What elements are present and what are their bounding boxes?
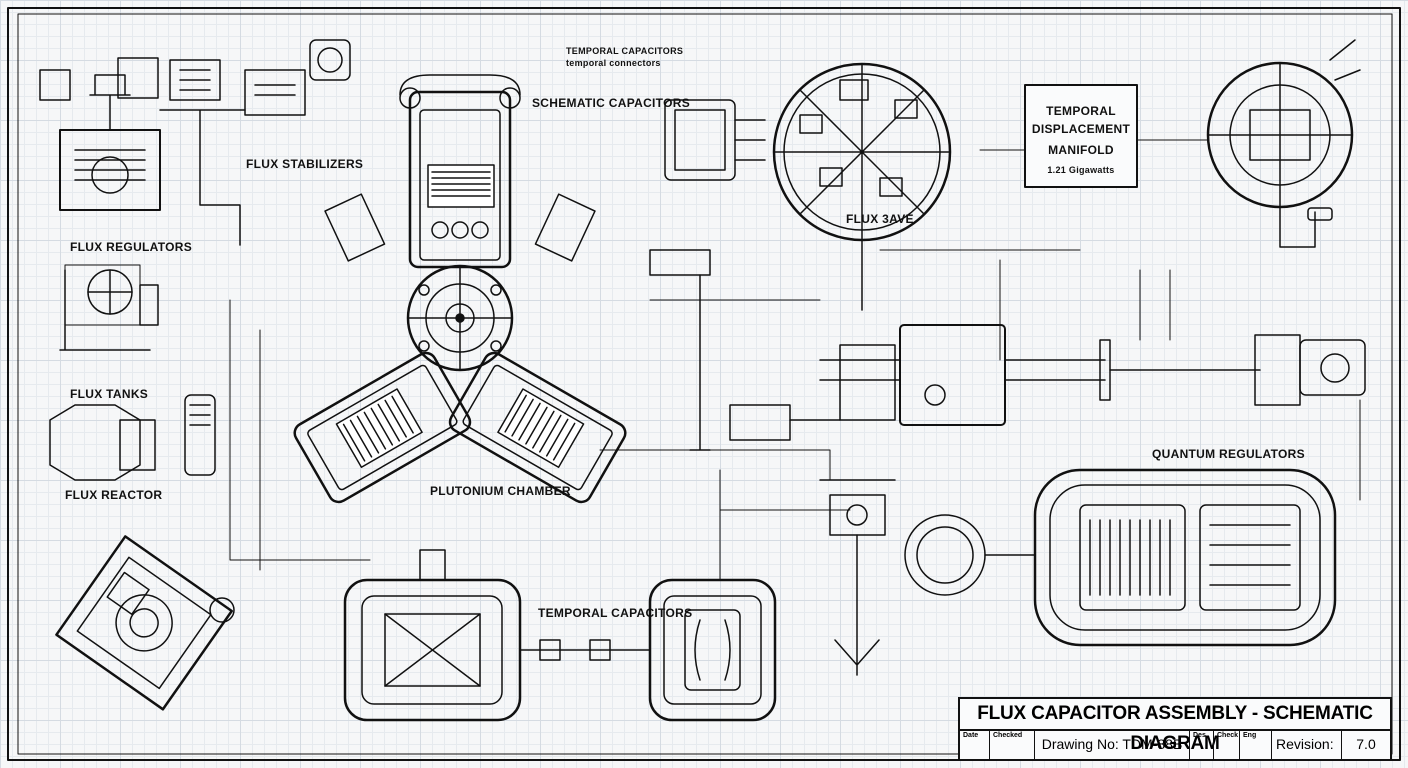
title-block-cell-6-text: Eng bbox=[1243, 732, 1257, 739]
manifold-title-line-2: DISPLACEMENT bbox=[1031, 122, 1131, 136]
flux-conduit-post bbox=[819, 479, 896, 676]
label-top-2: temporal connectors bbox=[566, 58, 661, 68]
label-top-1: TEMPORAL CAPACITORS bbox=[566, 46, 684, 56]
label-flux-tanks: FLUX TANKS bbox=[70, 387, 149, 401]
flux-tank bbox=[49, 394, 216, 481]
sheet-inner-border bbox=[17, 13, 1393, 755]
title-block-revision-value: 7.0 bbox=[1356, 736, 1376, 752]
title-block-cell-1: Date bbox=[960, 731, 990, 759]
title-block-cell-4: Des bbox=[1190, 731, 1214, 759]
manifold-output: 1.21 Gigawatts bbox=[1047, 165, 1115, 175]
label-flux-chamber: FLUX 3AVE bbox=[846, 212, 914, 226]
label-temporal-capacitors: TEMPORAL CAPACITORS bbox=[538, 606, 693, 620]
label-quantum-regulators: QUANTUM REGULATORS bbox=[1152, 447, 1305, 461]
label-flux-reactor: FLUX REACTOR bbox=[65, 488, 163, 502]
schematic-capacitor-module bbox=[649, 99, 766, 451]
label-plutonium-chamber: PLUTONIUM CHAMBER bbox=[430, 484, 571, 498]
flux-chamber-gauge bbox=[772, 62, 952, 311]
manifold-panel bbox=[1024, 84, 1138, 188]
wiring-runs bbox=[229, 139, 1361, 581]
temporal-coupler bbox=[1206, 39, 1361, 248]
flux-stabilizer-assembly bbox=[39, 39, 351, 246]
title-block-cell-1-text: Date bbox=[963, 732, 979, 739]
flux-regulator-module bbox=[59, 264, 159, 351]
label-schematic-capacitors: SCHEMATIC CAPACITORS bbox=[532, 96, 691, 110]
title-block-cell-4-text: Des bbox=[1193, 732, 1206, 739]
flux-reactor bbox=[55, 535, 234, 711]
title-block-cell-2-text: Checked bbox=[993, 732, 1023, 739]
plutonium-chamber bbox=[343, 549, 522, 722]
flux-capacitor-core bbox=[293, 74, 627, 504]
title-block-cell-6: Eng bbox=[1240, 731, 1272, 759]
manifold-title-line-3: MANIFOLD bbox=[1048, 143, 1114, 157]
title-block-cell-5-text: Check bbox=[1217, 732, 1239, 739]
title-block-cell-5: Check bbox=[1214, 731, 1240, 759]
label-flux-stabilizers: FLUX STABILIZERS bbox=[246, 157, 364, 171]
drive-shaft-assembly bbox=[729, 324, 1366, 441]
title-block-cell-2: Checked bbox=[990, 731, 1035, 759]
title-block: FLUX CAPACITOR ASSEMBLY - SCHEMATIC DIAG… bbox=[958, 697, 1392, 761]
title-block-drawing-no: Drawing No: TDM-88B bbox=[1035, 731, 1190, 759]
temporal-capacitor-chamber bbox=[519, 578, 777, 722]
title-block-revision-label: Revision: bbox=[1272, 731, 1342, 759]
label-flux-regulators: FLUX REGULATORS bbox=[70, 240, 193, 254]
manifold-title-line-1: TEMPORAL bbox=[1046, 104, 1116, 118]
quantum-regulator-housing bbox=[904, 468, 1337, 647]
title-block-title: FLUX CAPACITOR ASSEMBLY - SCHEMATIC DIAG… bbox=[960, 699, 1390, 754]
sheet-border bbox=[7, 7, 1401, 761]
